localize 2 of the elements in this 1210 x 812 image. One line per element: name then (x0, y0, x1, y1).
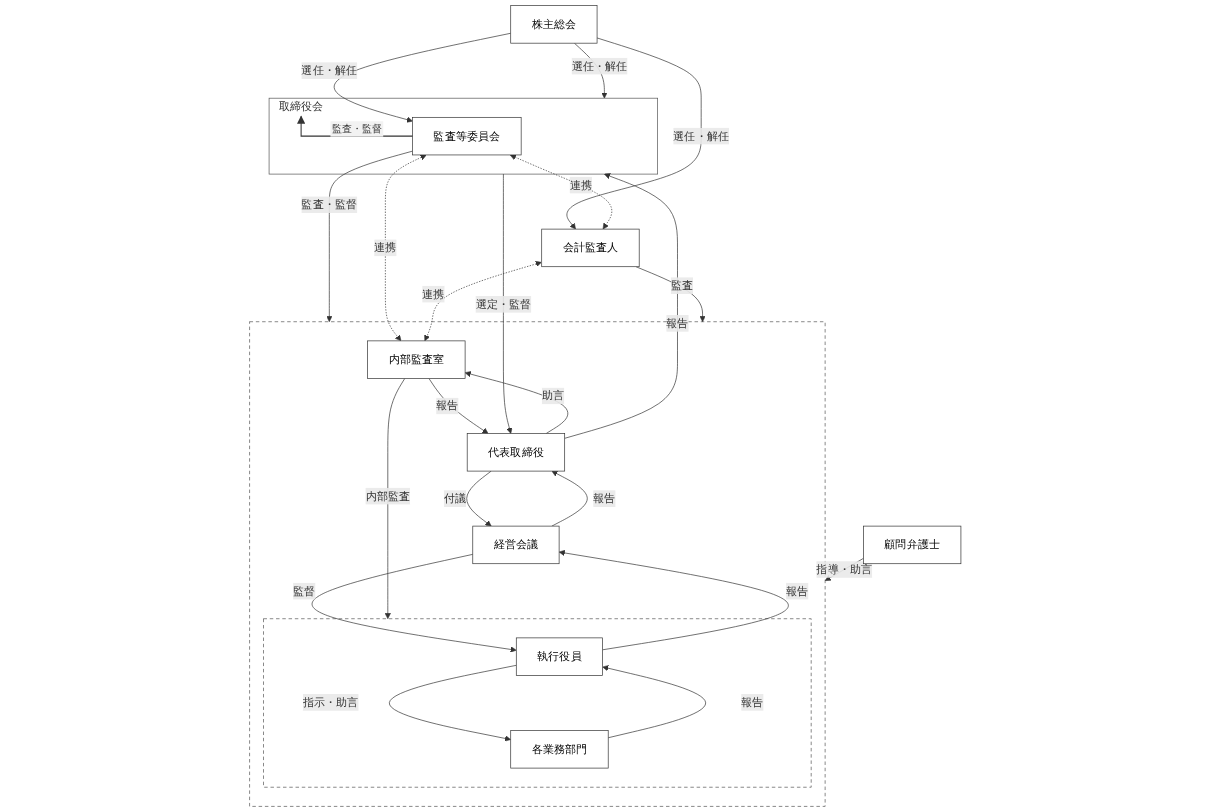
cluster (249, 321, 826, 807)
cluster (262, 618, 812, 788)
